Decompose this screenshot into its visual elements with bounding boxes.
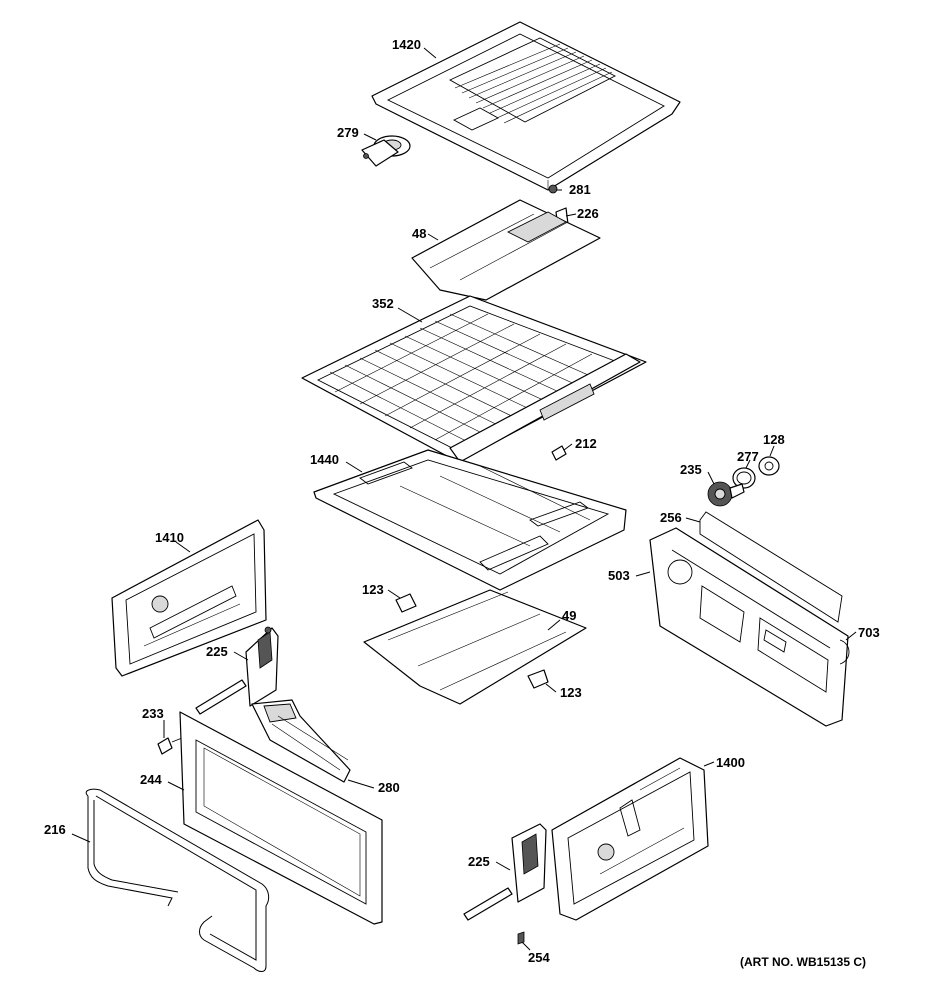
label-49: 49 [562,608,576,623]
label-226: 226 [577,206,599,221]
part-216-door-gasket [85,788,270,972]
part-labels: 1420 279 281 226 48 352 212 1440 128 277… [44,37,880,969]
part-48-cover [411,199,601,301]
label-225-lower: 225 [468,854,490,869]
part-279-switch [361,135,411,167]
part-233-bumper [157,737,183,755]
label-254: 254 [528,950,550,965]
label-280: 280 [378,780,400,795]
label-225-upper: 225 [206,644,228,659]
label-1440: 1440 [310,452,339,467]
leader-lines [71,47,857,951]
label-703: 703 [858,625,880,640]
part-254-screw [517,931,525,945]
part-352-oven-rack [301,295,647,463]
label-281: 281 [569,182,591,197]
label-352: 352 [372,296,394,311]
label-123-upper: 123 [362,582,384,597]
part-1420-top-panel [371,21,681,191]
label-235: 235 [680,462,702,477]
label-256: 256 [660,510,682,525]
part-503-side-panel [649,527,849,727]
label-233: 233 [142,706,164,721]
part-49-plate [363,589,587,705]
label-279: 279 [337,125,359,140]
label-216: 216 [44,822,66,837]
label-277: 277 [737,449,759,464]
part-225-hinge-left [195,626,279,715]
label-212: 212 [575,436,597,451]
part-280-hinge-receiver [251,699,351,783]
part-281-nut [548,184,558,194]
part-123-bracket-upper [395,593,417,613]
label-503: 503 [608,568,630,583]
part-1400-right-panel [551,757,709,921]
part-123-bracket-lower [527,669,549,689]
part-1410-left-panel [111,519,267,677]
part-703-clip [839,639,850,665]
label-1410: 1410 [155,530,184,545]
part-212-clip [551,445,567,461]
label-48: 48 [412,226,426,241]
label-128: 128 [763,432,785,447]
part-128-washer [758,456,780,476]
part-256-gasket [699,511,843,623]
part-244-door-frame [179,711,383,925]
art-number: (ART NO. WB15135 C) [740,955,866,969]
part-277-ring [732,467,756,489]
label-1420: 1420 [392,37,421,52]
label-1400: 1400 [716,755,745,770]
label-123-lower: 123 [560,685,582,700]
label-244: 244 [140,772,162,787]
part-225-hinge-right [463,823,547,921]
part-235-knob [707,481,745,507]
part-1440-oven-bottom [313,449,627,591]
